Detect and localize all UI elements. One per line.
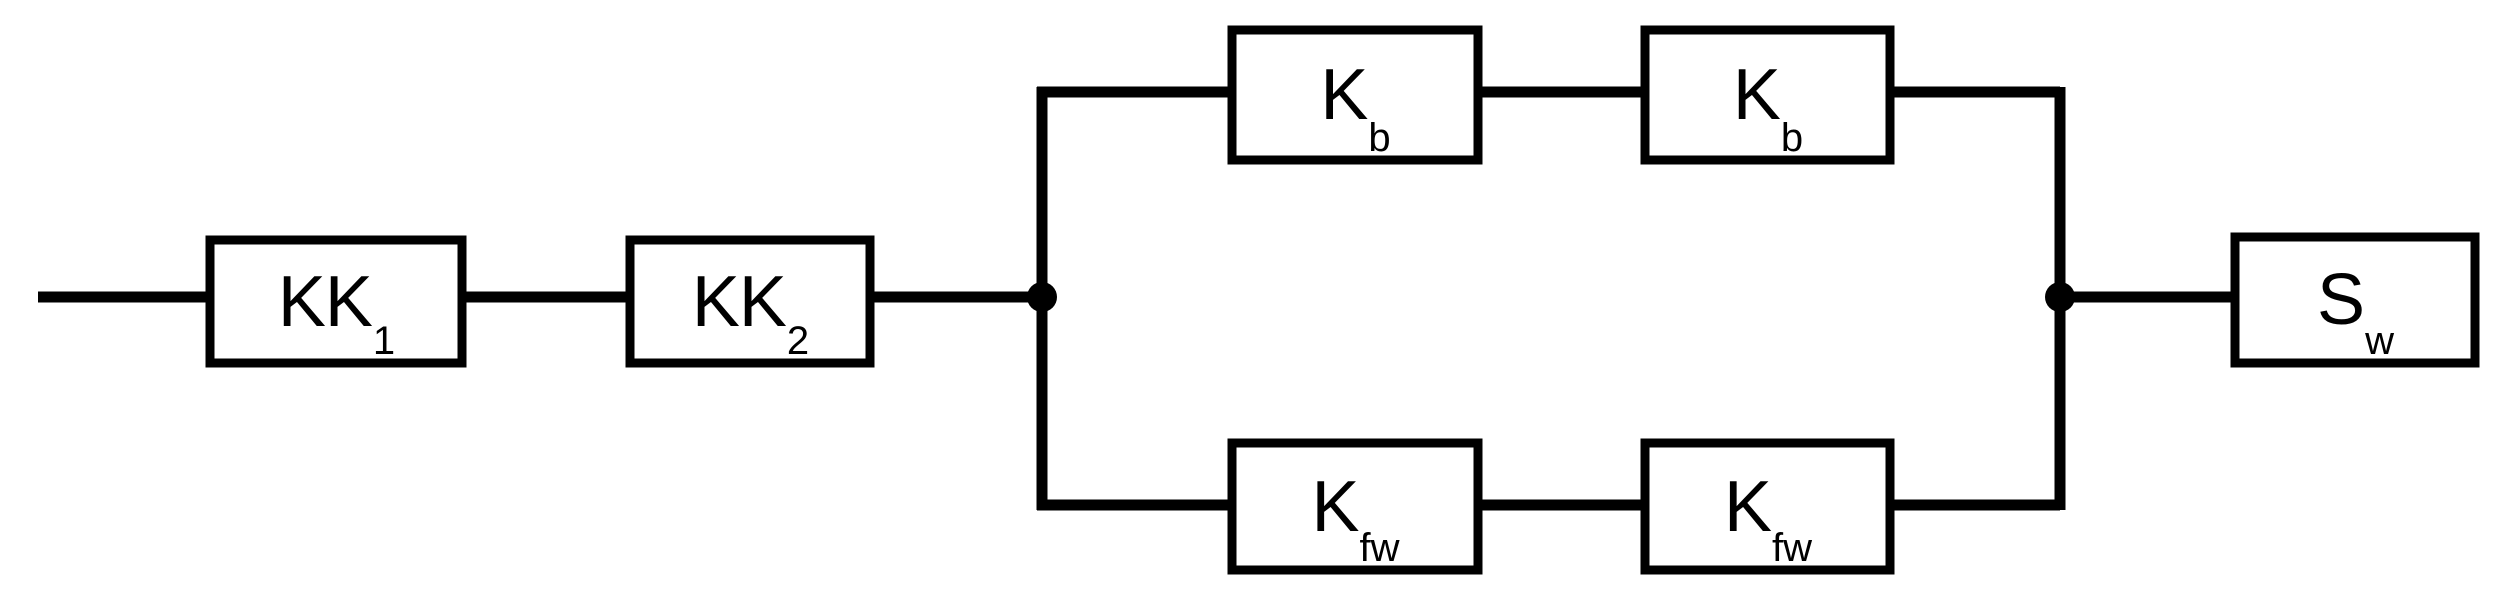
block-kfw-2[interactable]: [1640, 438, 1895, 575]
block-outline-layer: [205, 25, 2480, 575]
wire-layer: [38, 86, 2240, 511]
block-kk1[interactable]: [205, 235, 467, 368]
merge-junction-node: [2045, 282, 2075, 312]
block-kb-2[interactable]: [1640, 25, 1895, 165]
block-sw[interactable]: [2230, 232, 2480, 368]
split-junction-node: [1027, 282, 1057, 312]
junction-node-layer: [1027, 282, 2075, 312]
block-kk2[interactable]: [625, 235, 875, 368]
block-kfw-1[interactable]: [1227, 438, 1483, 575]
block-kb-1[interactable]: [1227, 25, 1483, 165]
